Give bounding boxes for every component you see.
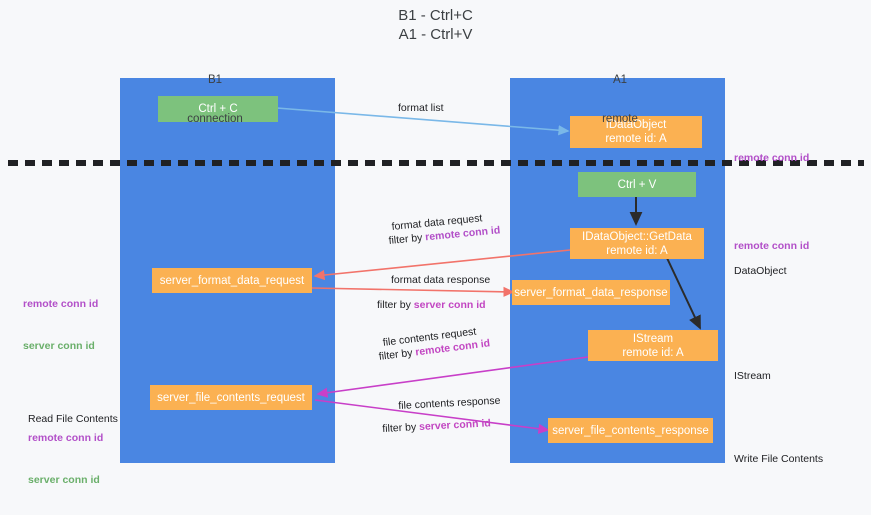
annotation-text: DataObject [734, 265, 787, 277]
arrow-getdata-to-istream [666, 257, 701, 330]
annotation-text: IStream [734, 370, 771, 382]
arrow-layer [8, 107, 864, 434]
annotation-right-dataobject: DataObject [734, 236, 787, 306]
annotation-text: remote conn id [734, 152, 810, 164]
page-title: B1 - Ctrl+C A1 - Ctrl+V [398, 7, 473, 43]
annotation-left-conn-ids-bottom: remote conn id server conn id [28, 403, 103, 515]
edge-label-format-list: format list [398, 102, 444, 114]
edge-label-format-data-response: format data response [391, 274, 491, 286]
annotation-right-remote-conn-id-mid: remote conn id [734, 211, 809, 281]
node-idataobject-getdata[interactable]: IDataObject::GetData remote id: A [570, 228, 704, 259]
node-server-format-data-request[interactable]: server_format_data_request [152, 268, 312, 293]
annotation-right-remote-conn-id-top: remote conn id [734, 123, 809, 193]
node-ctrl-v[interactable]: Ctrl + V [578, 172, 696, 197]
arrow-file-contents-response [314, 399, 550, 434]
column-header-a1: A1 remote [535, 48, 705, 152]
column-header-b1: B1 connection [130, 48, 300, 152]
annotation-right-write-file-contents: Write File Contents [734, 424, 823, 494]
node-idataobject[interactable]: IDataObject remote id: A [570, 116, 702, 148]
column-header-b1-name: B1 [207, 74, 223, 86]
arrow-format-data-request [313, 249, 571, 281]
filter-prefix: filter by [388, 231, 426, 247]
node-ctrl-c[interactable]: Ctrl + C [158, 96, 278, 122]
node-server-file-contents-request[interactable]: server_file_contents_request [150, 385, 312, 410]
column-header-a1-name: A1 [612, 74, 628, 86]
edge-label-format-data-response-filter: filter by server conn id [377, 298, 486, 312]
filter-key-server-conn-id: server conn id [413, 299, 486, 311]
node-server-file-contents-response[interactable]: server_file_contents_response [548, 418, 713, 443]
annotation-text: Write File Contents [734, 453, 824, 465]
filter-key-server-conn-id: server conn id [418, 417, 492, 434]
column-header-b1-sub: connection [187, 113, 243, 125]
annotation-right-istream: IStream [734, 341, 771, 411]
arrow-format-list [276, 107, 570, 136]
annotation-left-conn-ids-top: remote conn id server conn id [23, 269, 98, 381]
diagram-canvas: B1 - Ctrl+C A1 - Ctrl+V B1 connection A1… [8, 7, 864, 486]
arrow-format-data-response [311, 286, 515, 297]
annotation-text: remote conn id [734, 240, 810, 252]
node-istream[interactable]: IStream remote id: A [588, 330, 718, 361]
annotation-text: Read File Contents [28, 413, 118, 425]
column-header-a1-sub: remote [602, 113, 638, 125]
annotation-text-remote: remote conn id [28, 432, 104, 444]
node-server-format-data-response[interactable]: server_format_data_response [512, 280, 670, 305]
arrow-file-contents-request [316, 356, 589, 398]
annotation-text-server: server conn id [23, 340, 95, 352]
filter-prefix: filter by [382, 421, 420, 435]
annotation-left-read-file-contents: Read File Contents [28, 384, 118, 454]
annotation-text-server: server conn id [28, 474, 100, 486]
annotation-text-remote: remote conn id [23, 298, 99, 310]
filter-prefix: filter by [377, 299, 414, 311]
